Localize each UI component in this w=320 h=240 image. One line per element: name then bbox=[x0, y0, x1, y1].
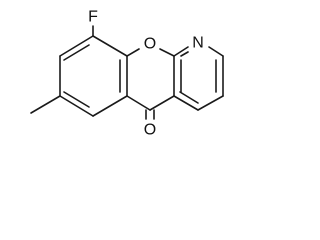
bond bbox=[63, 44, 90, 61]
bond bbox=[59, 95, 94, 117]
bond bbox=[63, 91, 90, 108]
fluorine-atom-label: F bbox=[88, 9, 98, 26]
bond bbox=[92, 35, 128, 57]
bond bbox=[30, 95, 61, 114]
bond bbox=[159, 48, 175, 57]
carbonyl-oxygen-atom-label: O bbox=[144, 122, 156, 139]
bond bbox=[197, 95, 224, 111]
bond bbox=[179, 91, 199, 104]
ring-oxygen-atom-label: O bbox=[144, 36, 156, 53]
bond bbox=[180, 51, 189, 57]
bond bbox=[208, 46, 224, 57]
chemical-structure: F O N O bbox=[30, 9, 224, 139]
bond bbox=[59, 35, 94, 57]
bond bbox=[173, 46, 189, 57]
bond bbox=[92, 95, 128, 117]
nitrogen-atom-label: N bbox=[192, 35, 204, 52]
bond bbox=[173, 95, 199, 111]
bond-lines bbox=[30, 25, 224, 120]
bond bbox=[149, 95, 175, 111]
bond bbox=[126, 95, 151, 111]
atom-labels: F O N O bbox=[88, 9, 204, 139]
bond bbox=[126, 48, 140, 57]
